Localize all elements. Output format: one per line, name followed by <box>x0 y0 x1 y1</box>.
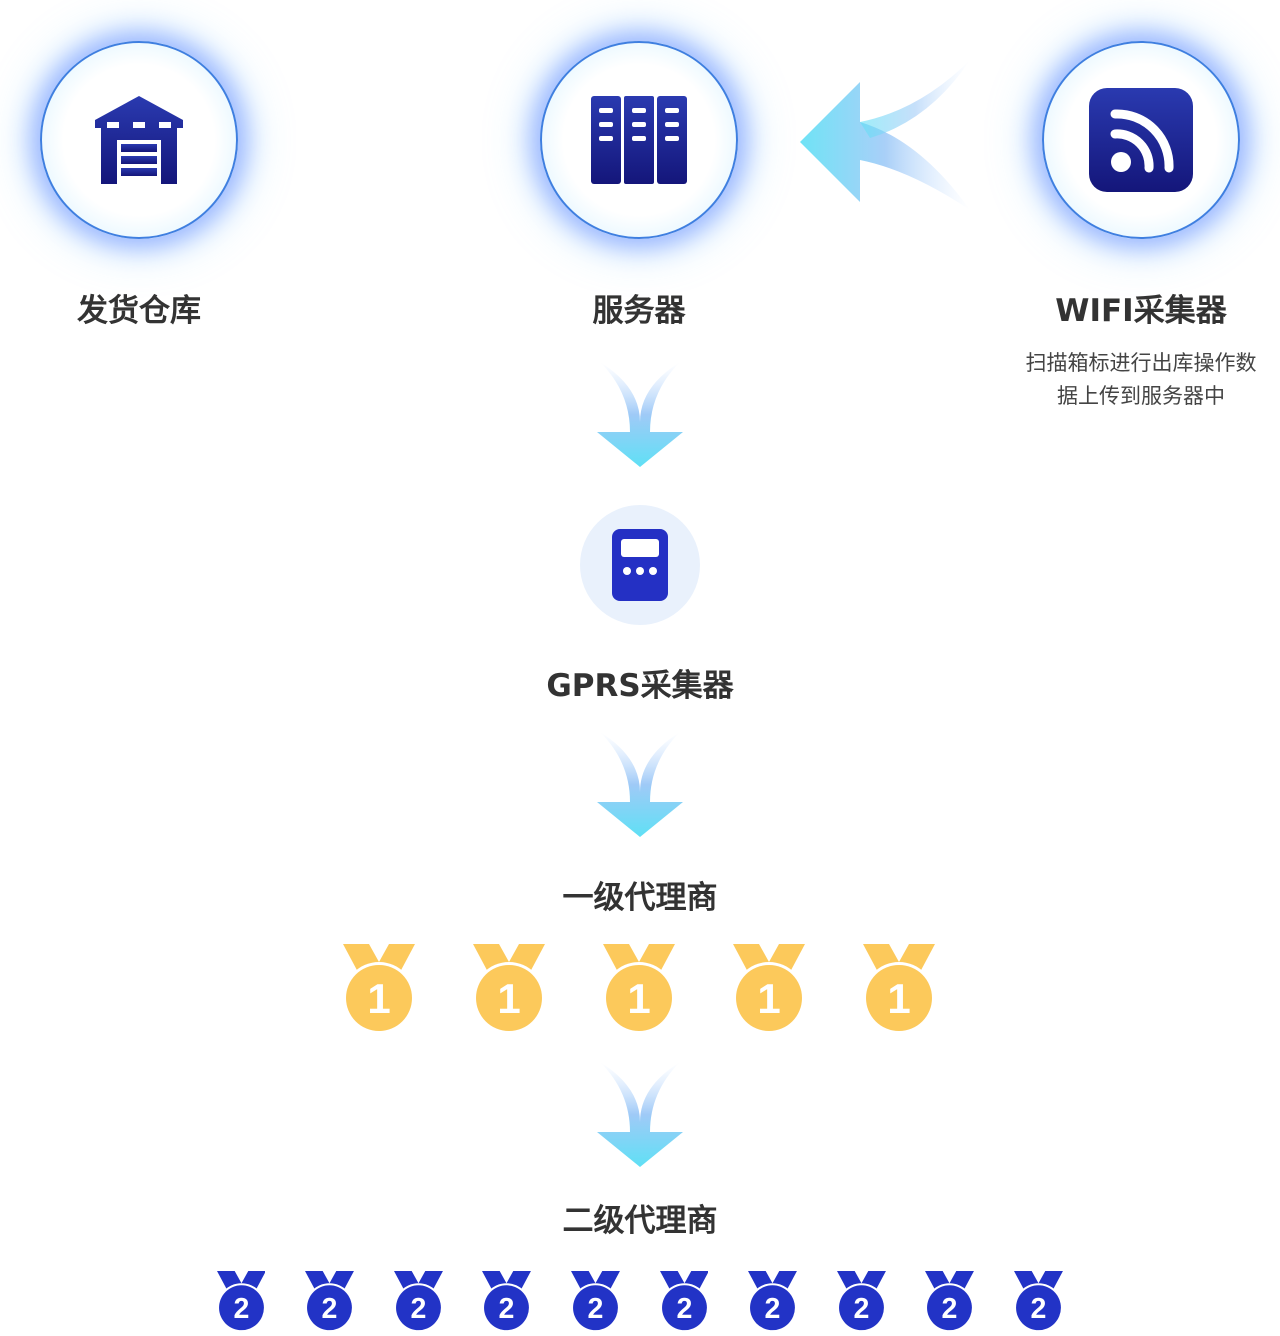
medal-number: 1 <box>497 975 520 1022</box>
level2-medal-icon: 2 <box>393 1271 443 1336</box>
medal-number: 2 <box>676 1293 692 1325</box>
medal-number: 2 <box>942 1293 958 1325</box>
level2-medal-icon: 2 <box>216 1271 266 1336</box>
arrow-down-icon <box>597 732 683 837</box>
description-line-1: 扫描箱标进行出库操作数 <box>1025 351 1257 375</box>
description-line-2: 据上传到服务器中 <box>1057 384 1225 408</box>
medal-number: 2 <box>410 1293 426 1325</box>
wifi-collector-node <box>1042 41 1240 239</box>
medal-number: 1 <box>757 975 780 1022</box>
medal-number: 2 <box>587 1293 603 1325</box>
level1-agent-label: 一级代理商 <box>562 880 718 916</box>
level2-agent-label: 二级代理商 <box>562 1203 718 1239</box>
arrow-down-icon <box>597 1062 683 1167</box>
medal-number: 2 <box>853 1293 869 1325</box>
medal-number: 2 <box>499 1293 515 1325</box>
level2-medal-icon: 2 <box>482 1271 532 1336</box>
wifi-collector-label: WIFI采集器 <box>1055 293 1227 329</box>
gprs-collector-label: GPRS采集器 <box>546 668 734 704</box>
wifi-collector-description: 扫描箱标进行出库操作数 据上传到服务器中 <box>1006 347 1276 413</box>
level1-medal-icon: 1 <box>863 944 935 1038</box>
device-icon <box>612 529 668 601</box>
server-label: 服务器 <box>592 293 686 329</box>
medal-number: 1 <box>367 975 390 1022</box>
medal-number: 1 <box>887 975 910 1022</box>
level2-medal-icon: 2 <box>925 1271 975 1336</box>
medal-number: 2 <box>322 1293 338 1325</box>
medal-number: 2 <box>1030 1293 1046 1325</box>
wifi-signal-icon <box>1089 88 1193 192</box>
level1-medal-icon: 1 <box>603 944 675 1038</box>
medal-number: 1 <box>627 975 650 1022</box>
level1-medal-icon: 1 <box>733 944 805 1038</box>
warehouse-icon <box>95 96 183 184</box>
level2-medal-icon: 2 <box>748 1271 798 1336</box>
server-node <box>540 41 738 239</box>
arrow-down-icon <box>597 362 683 467</box>
level2-medal-icon: 2 <box>570 1271 620 1336</box>
gprs-collector-node <box>580 505 700 625</box>
arrow-left-icon <box>800 60 970 210</box>
medal-number: 2 <box>233 1293 249 1325</box>
level1-medal-icon: 1 <box>473 944 545 1038</box>
warehouse-label: 发货仓库 <box>77 293 201 329</box>
level2-medal-icon: 2 <box>1013 1271 1063 1336</box>
level1-medal-icon: 1 <box>343 944 415 1038</box>
warehouse-node <box>40 41 238 239</box>
level2-medal-icon: 2 <box>659 1271 709 1336</box>
medal-number: 2 <box>765 1293 781 1325</box>
level2-medal-icon: 2 <box>305 1271 355 1336</box>
level2-medal-icon: 2 <box>836 1271 886 1336</box>
server-icon <box>591 96 687 184</box>
